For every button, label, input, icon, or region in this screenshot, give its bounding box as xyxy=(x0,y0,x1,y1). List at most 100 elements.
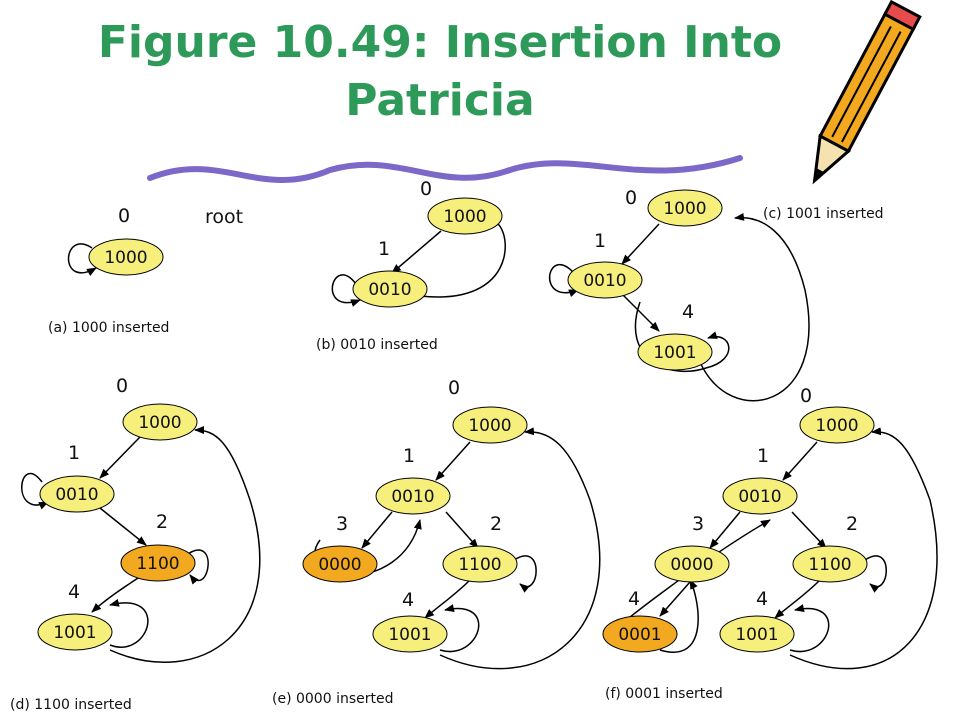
diagram-caption: (e) 0000 inserted xyxy=(272,691,393,707)
node-key-label: 1000 xyxy=(104,248,147,268)
node-key-label: 0010 xyxy=(583,271,626,291)
trie-node: 1000 0 xyxy=(448,377,528,444)
root-label: root xyxy=(205,206,243,228)
trie-node: 1001 4 xyxy=(372,589,448,653)
diagram-captions: (a) 1000 inserted(b) 0010 inserted(c) 10… xyxy=(10,206,884,713)
node-bit-label: 3 xyxy=(336,513,348,535)
pointer-edge xyxy=(621,293,660,332)
node-bit-label: 4 xyxy=(682,301,694,323)
node-bit-label: 1 xyxy=(378,238,390,260)
node-ellipse xyxy=(427,197,503,235)
pointer-edge xyxy=(659,579,699,653)
node-bit-label: 1 xyxy=(594,230,606,252)
node-bit-label: 0 xyxy=(448,377,460,399)
pointer-edge xyxy=(789,427,938,670)
node-key-label: 1100 xyxy=(808,555,851,575)
node-bit-label: 0 xyxy=(116,375,128,397)
pointer-edge xyxy=(331,274,361,307)
trie-node: 0010 1 xyxy=(352,238,428,308)
node-ellipse xyxy=(37,613,113,651)
node-key-label: 1001 xyxy=(653,343,696,363)
trie-node: 1000 0 xyxy=(116,375,198,441)
node-ellipse xyxy=(719,615,795,653)
node-ellipse xyxy=(654,545,730,583)
node-bit-label: 1 xyxy=(68,442,80,464)
node-key-label: 1000 xyxy=(815,416,858,436)
trie-node: 1000 0 xyxy=(88,205,164,276)
node-key-label: 0010 xyxy=(368,280,411,300)
node-bit-label: 0 xyxy=(118,205,130,227)
node-bit-label: 4 xyxy=(628,588,640,610)
node-bit-label: 0 xyxy=(625,187,637,209)
pointer-edge xyxy=(99,436,141,479)
node-bit-label: 2 xyxy=(846,513,858,535)
pointer-edge xyxy=(361,511,393,549)
node-key-label: 1001 xyxy=(388,625,431,645)
node-ellipse xyxy=(442,545,518,583)
node-key-label: 1000 xyxy=(663,199,706,219)
trie-node: 0010 1 xyxy=(39,442,115,513)
pointer-edge xyxy=(435,441,471,481)
node-key-label: 1000 xyxy=(468,416,511,436)
pointer-edge xyxy=(99,507,147,546)
node-key-label: 0000 xyxy=(670,555,713,575)
trie-node: 0000 3 xyxy=(302,513,378,583)
node-ellipse xyxy=(567,261,643,299)
trie-node: 1100 2 xyxy=(792,513,868,583)
title-underline-wave xyxy=(147,155,743,183)
diagram-caption: (b) 0010 inserted xyxy=(316,337,438,353)
pointer-edge xyxy=(774,579,821,619)
node-bit-label: 0 xyxy=(420,178,432,200)
pointer-edge xyxy=(789,604,830,653)
node-key-label: 1100 xyxy=(136,554,179,574)
page-title: Figure 10.49: Insertion Into Patricia xyxy=(97,17,783,126)
node-key-label: 0000 xyxy=(318,555,361,575)
node-ellipse xyxy=(375,477,451,515)
pointer-edge xyxy=(791,511,827,549)
pointer-edge xyxy=(621,223,660,265)
pointer-edge xyxy=(659,581,691,617)
pointer-edge xyxy=(184,549,209,585)
pointer-edge xyxy=(21,473,49,510)
trie-node: 0001 4 xyxy=(602,588,678,653)
trie-node: 1001 4 xyxy=(637,301,713,371)
node-bit-label: 4 xyxy=(756,588,768,610)
node-key-label: 0001 xyxy=(618,625,661,645)
pencil-icon xyxy=(812,0,922,185)
pointer-edge xyxy=(699,212,810,402)
node-key-label: 1000 xyxy=(443,207,486,227)
node-key-label: 1000 xyxy=(138,413,181,433)
pointer-edge xyxy=(634,301,730,372)
node-bit-label: 1 xyxy=(757,445,769,467)
node-bit-label: 4 xyxy=(402,589,414,611)
node-bit-label: 0 xyxy=(800,385,812,407)
pointer-edge xyxy=(67,243,97,276)
node-ellipse xyxy=(647,189,723,227)
pointer-edge xyxy=(424,579,471,619)
trie-node: 0010 1 xyxy=(375,445,451,515)
node-ellipse xyxy=(88,238,164,276)
pointer-edge xyxy=(439,427,601,670)
pointer-edge xyxy=(864,555,887,593)
node-key-label: 0010 xyxy=(391,487,434,507)
pointer-edge xyxy=(445,511,479,549)
node-bit-label: 2 xyxy=(156,511,168,533)
trie-node: 0010 1 xyxy=(567,230,643,299)
pointer-edge xyxy=(109,598,149,648)
node-bit-label: 1 xyxy=(403,445,415,467)
node-ellipse xyxy=(39,475,115,513)
node-bit-label: 4 xyxy=(68,581,80,603)
node-key-label: 0010 xyxy=(55,485,98,505)
node-ellipse xyxy=(602,615,678,653)
node-key-label: 0010 xyxy=(738,487,781,507)
node-ellipse xyxy=(452,406,528,444)
node-bit-label: 2 xyxy=(490,513,502,535)
node-ellipse xyxy=(120,544,196,582)
pointer-edge xyxy=(91,577,139,613)
pointer-edge xyxy=(709,511,741,549)
diagram-caption: (c) 1001 inserted xyxy=(763,206,884,222)
trie-node: 1100 2 xyxy=(120,511,196,582)
